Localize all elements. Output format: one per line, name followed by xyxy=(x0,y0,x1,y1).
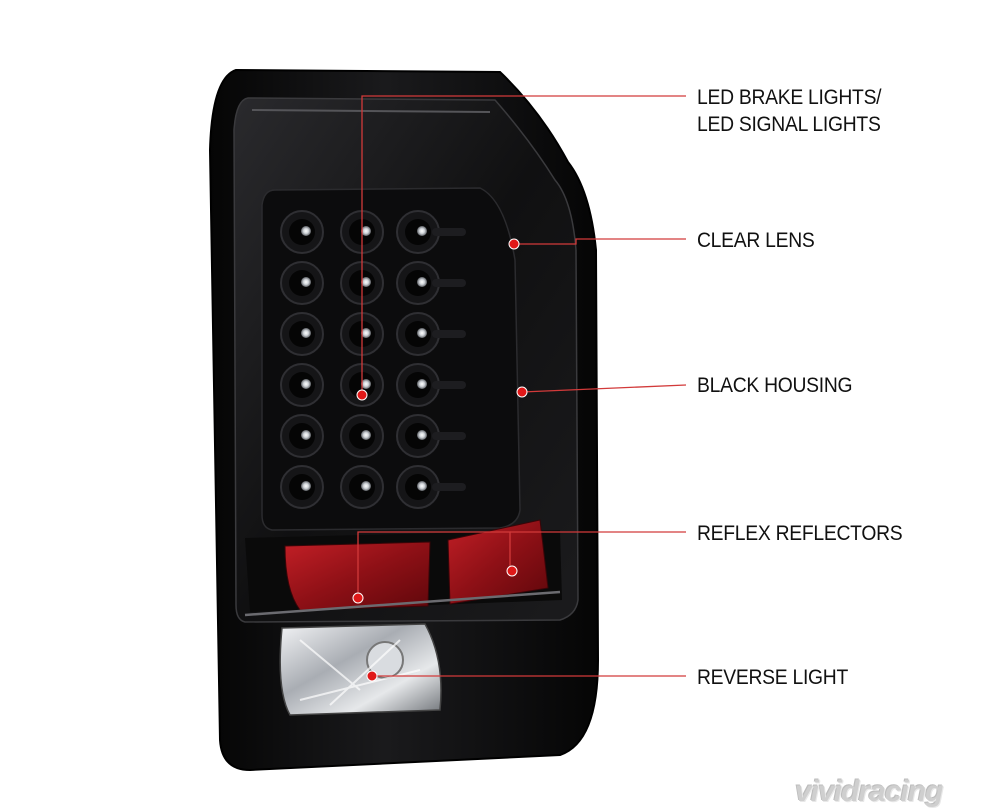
led-grid xyxy=(280,210,466,509)
led-bulb xyxy=(361,277,371,287)
leader-lens xyxy=(514,238,686,245)
led-connector xyxy=(432,381,466,389)
leader-lines xyxy=(357,95,687,677)
lens-highlight xyxy=(251,109,491,113)
label-led-line-2: LED SIGNAL LIGHTS xyxy=(697,113,881,136)
chrome-strip xyxy=(244,590,561,617)
led-bulb xyxy=(301,277,311,287)
led-bulb xyxy=(417,379,427,389)
leader-led xyxy=(361,95,686,395)
led-bulb xyxy=(301,328,311,338)
label-clear-lens: CLEAR LENS xyxy=(697,229,815,252)
marker-housing xyxy=(516,386,528,398)
vividracing-logo-watermark: vividracing xyxy=(795,775,943,808)
led-connector xyxy=(432,228,466,236)
marker-reverse xyxy=(366,670,378,682)
led-bulb xyxy=(301,226,311,236)
led-connector xyxy=(432,279,466,287)
reflex-reflector-right xyxy=(447,519,549,605)
led-bulb xyxy=(417,277,427,287)
leader-housing xyxy=(521,384,687,393)
led-bulb xyxy=(301,379,311,389)
led-bulb xyxy=(361,481,371,491)
led-bulb xyxy=(417,481,427,491)
marker-reflex-right xyxy=(506,565,518,577)
led-bulb xyxy=(301,430,311,440)
marker-lens xyxy=(508,238,520,250)
led-bulb xyxy=(417,226,427,236)
led-bulb xyxy=(361,328,371,338)
label-black-housing: BLACK HOUSING xyxy=(697,374,853,397)
led-bulb xyxy=(361,226,371,236)
led-bulb xyxy=(417,328,427,338)
led-bulb xyxy=(301,481,311,491)
led-connector xyxy=(432,432,466,440)
label-led-brake-lights: LED BRAKE LIGHTS/ LED SIGNAL LIGHTS xyxy=(697,84,882,138)
reverse-light-lens xyxy=(279,623,442,716)
marker-reflex-left xyxy=(352,592,364,604)
label-led-line-1: LED BRAKE LIGHTS/ xyxy=(697,86,882,109)
label-reverse-light: REVERSE LIGHT xyxy=(697,666,849,689)
led-bulb xyxy=(417,430,427,440)
led-panel xyxy=(261,187,521,531)
led-connector xyxy=(432,483,466,491)
led-bulb xyxy=(361,430,371,440)
led-connector xyxy=(432,330,466,338)
led-bulb xyxy=(361,379,371,389)
reverse-facets xyxy=(299,639,421,706)
marker-led xyxy=(356,389,368,401)
callout-markers xyxy=(352,238,528,682)
label-reflex-reflectors: REFLEX REFLECTORS xyxy=(697,522,903,545)
leader-reflex-left xyxy=(357,531,511,598)
